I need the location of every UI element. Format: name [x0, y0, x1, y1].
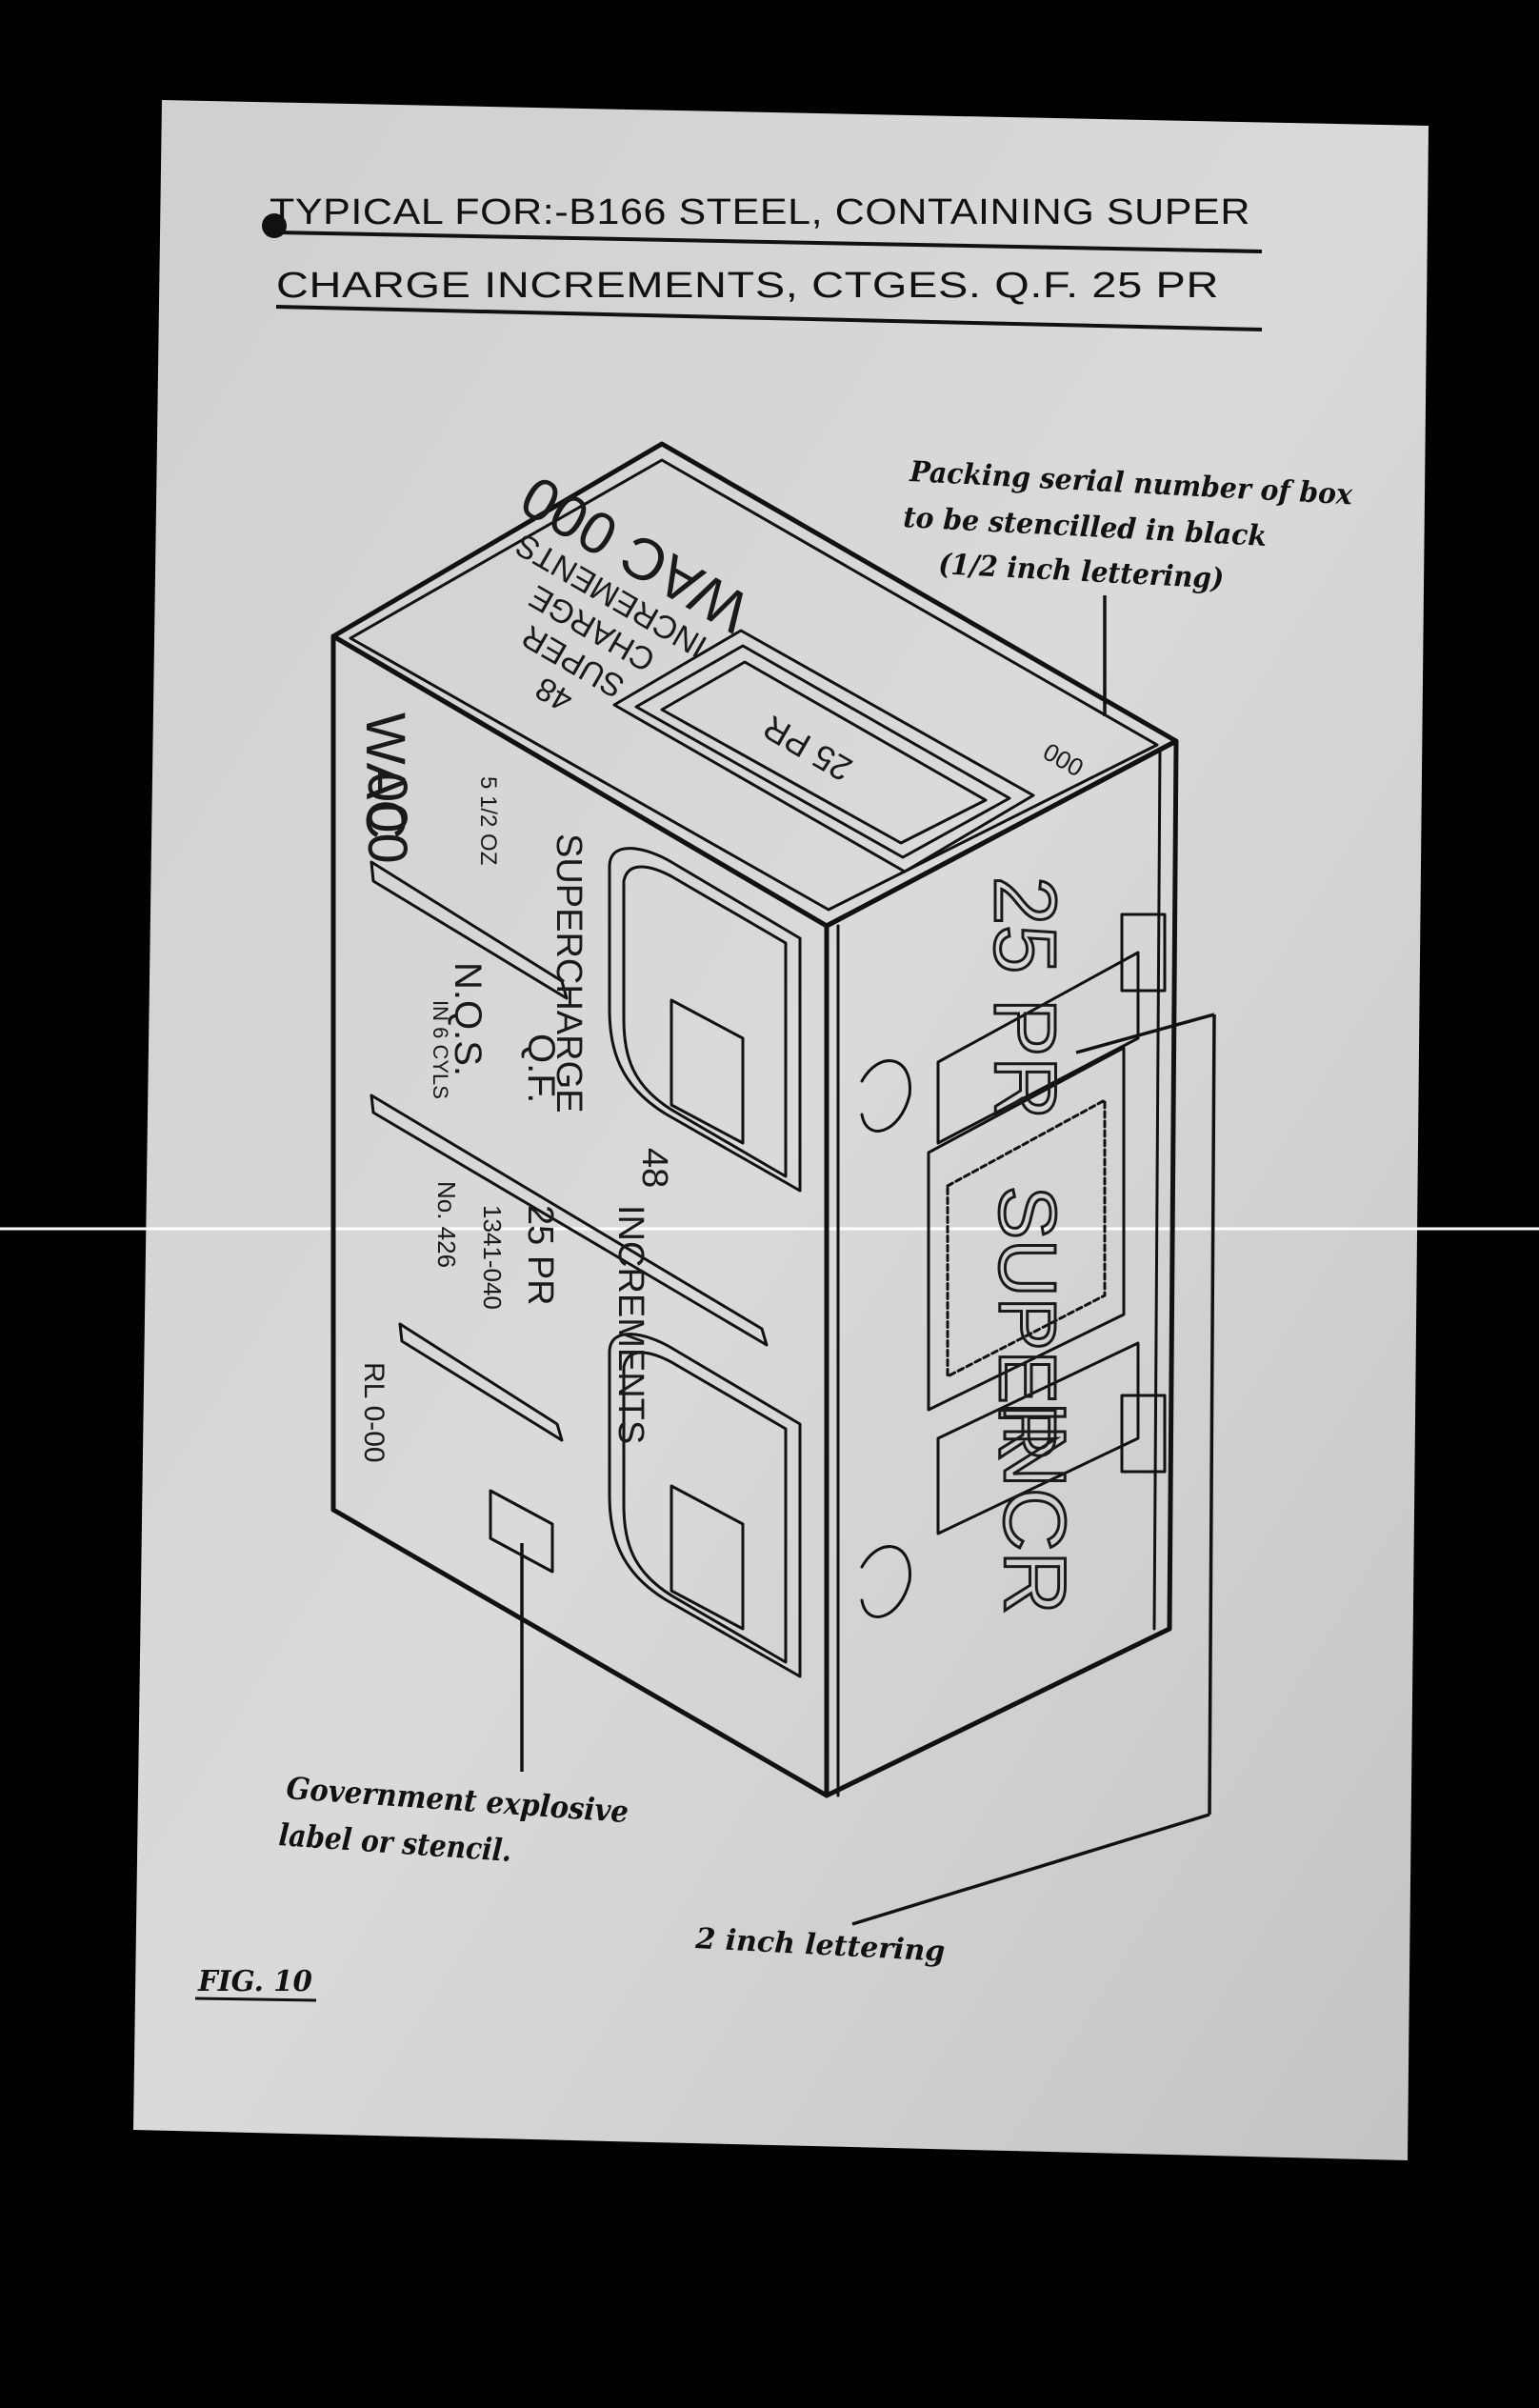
- ammunition-box-drawing: [330, 441, 1179, 1798]
- front-serial-code: 000: [356, 772, 418, 864]
- end-face-markings: 25 PR SUPER INCR: [975, 875, 1085, 1616]
- front-weight: 5 1/2 OZ: [475, 776, 501, 865]
- lettering-leader: [851, 1013, 1216, 1926]
- front-cylinders: IN 6 CYLS: [429, 1000, 452, 1099]
- front-wac-code: WAC: [354, 712, 416, 839]
- title-line-1: TYPICAL FOR:-B166 STEEL, CONTAINING SUPE…: [270, 192, 1250, 232]
- front-qf: Q.F.: [520, 1033, 562, 1103]
- box-end-face: [824, 738, 1179, 1798]
- document-title: TYPICAL FOR:-B166 STEEL, CONTAINING SUPE…: [262, 192, 1263, 331]
- front-spec: N.Q.S.: [447, 962, 489, 1076]
- ink-blot: [262, 213, 287, 238]
- end-super: SUPER: [983, 1186, 1072, 1461]
- upper-clamp: [608, 847, 802, 1193]
- lid-handle: [612, 629, 1035, 873]
- end-caliber: 25 PR: [976, 876, 1073, 1120]
- front-face-markings: WAC 000 5 1/2 OZ SUPERCHARGE 48 INCREMEN…: [354, 712, 674, 1463]
- front-desc-1: SUPERCHARGE: [549, 833, 589, 1114]
- front-caliber: 25 PR: [520, 1205, 560, 1306]
- front-nsn: 1341-040: [478, 1205, 507, 1310]
- lower-clamp: [608, 1333, 802, 1678]
- end-incr: INCR: [986, 1400, 1083, 1615]
- explosive-label-square: [489, 1489, 554, 1574]
- front-count: 48: [634, 1148, 674, 1188]
- title-line-2: CHARGE INCREMENTS, CTGES. Q.F. 25 PR: [276, 266, 1219, 306]
- front-number: No. 426: [432, 1181, 461, 1268]
- front-desc-2: INCREMENTS: [610, 1205, 650, 1444]
- figure-label: FIG. 10: [197, 1965, 312, 1998]
- front-lot: RL 0-00: [358, 1362, 390, 1463]
